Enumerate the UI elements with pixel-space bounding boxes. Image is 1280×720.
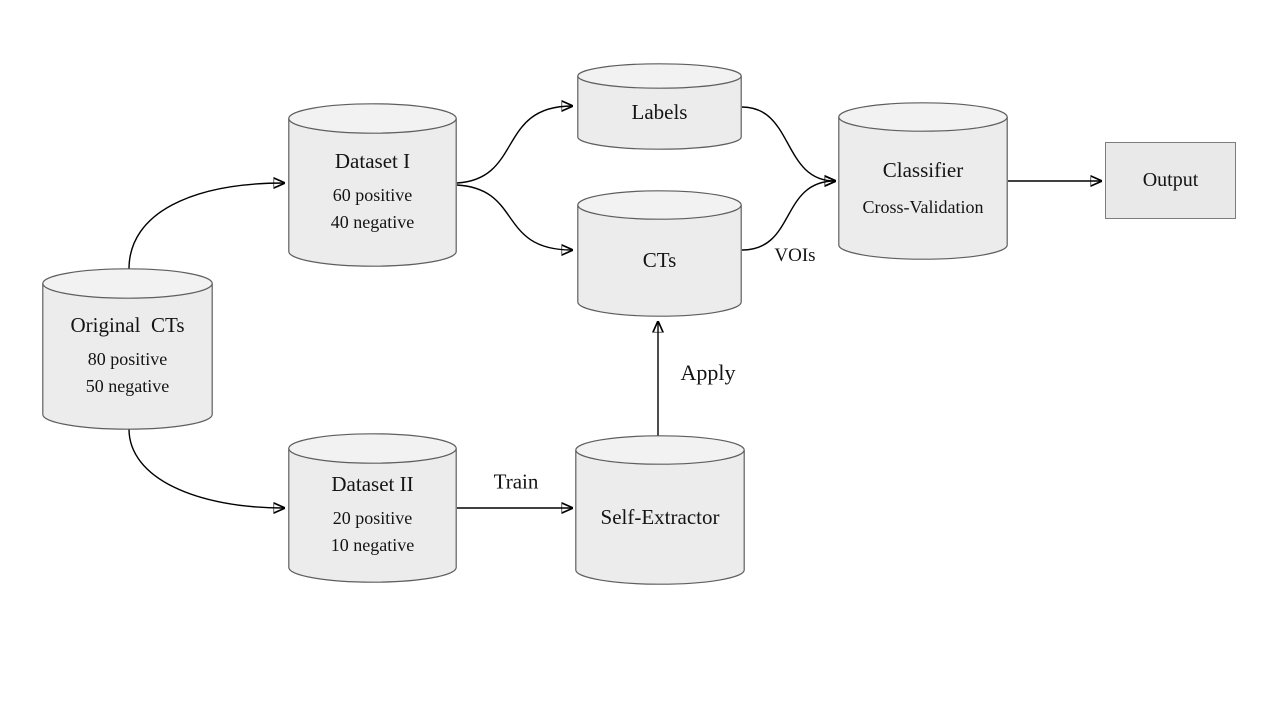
edge-original-to-dataset1 (128, 183, 284, 270)
cts-node: CTs (577, 190, 742, 317)
node-title: Self-Extractor (600, 505, 720, 529)
self-extractor-node: Self-Extractor (575, 435, 745, 585)
dataset-ii-node: Dataset II 20 positive 10 negative (288, 433, 457, 583)
node-line: 80 positive (87, 349, 168, 369)
edge-dataset1-to-labels (456, 106, 572, 184)
cylinder-shape (577, 63, 742, 150)
edge-labels-to-classifier (741, 106, 835, 181)
dataset-i-node: Dataset I 60 positive 40 negative (288, 103, 457, 267)
edge-original-to-dataset2 (128, 428, 284, 508)
cylinder-shape (838, 102, 1008, 260)
cylinder-shape (288, 103, 457, 267)
node-title: Labels (631, 99, 688, 124)
edge-cts-to-classifier (741, 181, 835, 251)
node-line: 60 positive (332, 185, 413, 205)
cylinder-shape (42, 268, 213, 430)
edge-label-train: Train (493, 469, 539, 494)
node-line: 20 positive (332, 508, 413, 528)
node-title: Dataset I (334, 149, 411, 173)
node-title: Classifier (882, 157, 964, 182)
node-subtitle: Cross-Validation (862, 196, 984, 217)
node-line: 40 negative (330, 212, 415, 232)
edge-dataset1-to-cts (456, 184, 572, 250)
node-title: Dataset II (331, 472, 414, 496)
original-cts-node: Original CTs 80 positive 50 negative (42, 268, 213, 430)
classifier-node: Classifier Cross-Validation (838, 102, 1008, 260)
cylinder-shape (577, 190, 742, 317)
node-title: Original CTs (70, 313, 185, 337)
cylinder-shape (288, 433, 457, 583)
cylinder-shape (575, 435, 745, 585)
edge-label-vois: VOIs (774, 245, 816, 266)
labels-node: Labels (577, 63, 742, 150)
node-line: 10 negative (330, 535, 415, 555)
node-title: CTs (642, 247, 677, 272)
output-node: Output (1105, 142, 1236, 219)
node-title: Output (1142, 169, 1199, 191)
node-line: 50 negative (85, 376, 170, 396)
edge-label-apply: Apply (680, 360, 736, 385)
